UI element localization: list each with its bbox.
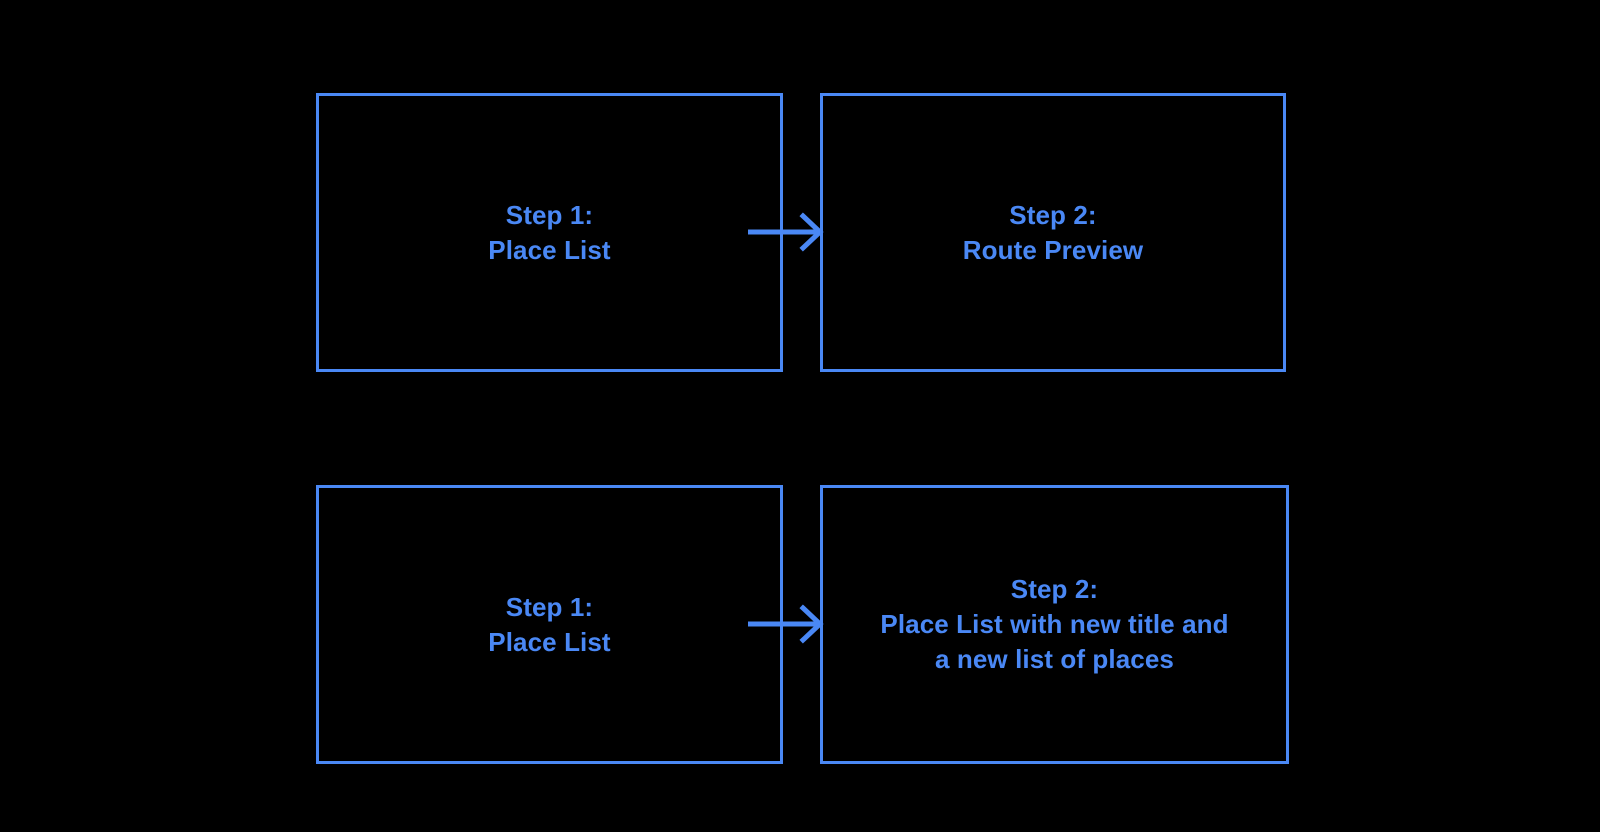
flow-row-new-place-list: Step 1: Place List Step 2: Place List wi… [0, 485, 1600, 765]
step-box-row1-step2[interactable]: Step 2: Route Preview [820, 93, 1286, 372]
step-label-row1-step1: Step 1: Place List [488, 199, 611, 265]
step-box-row2-step1[interactable]: Step 1: Place List [316, 485, 783, 764]
flow-row-route-preview: Step 1: Place List Step 2: Route Preview [0, 93, 1600, 373]
step-box-row2-step2[interactable]: Step 2: Place List with new title and a … [820, 485, 1289, 764]
step-label-row2-step1: Step 1: Place List [488, 591, 611, 657]
step-box-row1-step1[interactable]: Step 1: Place List [316, 93, 783, 372]
step-label-row1-step2: Step 2: Route Preview [962, 199, 1144, 265]
step-label-row2-step2: Step 2: Place List with new title and a … [880, 574, 1229, 674]
